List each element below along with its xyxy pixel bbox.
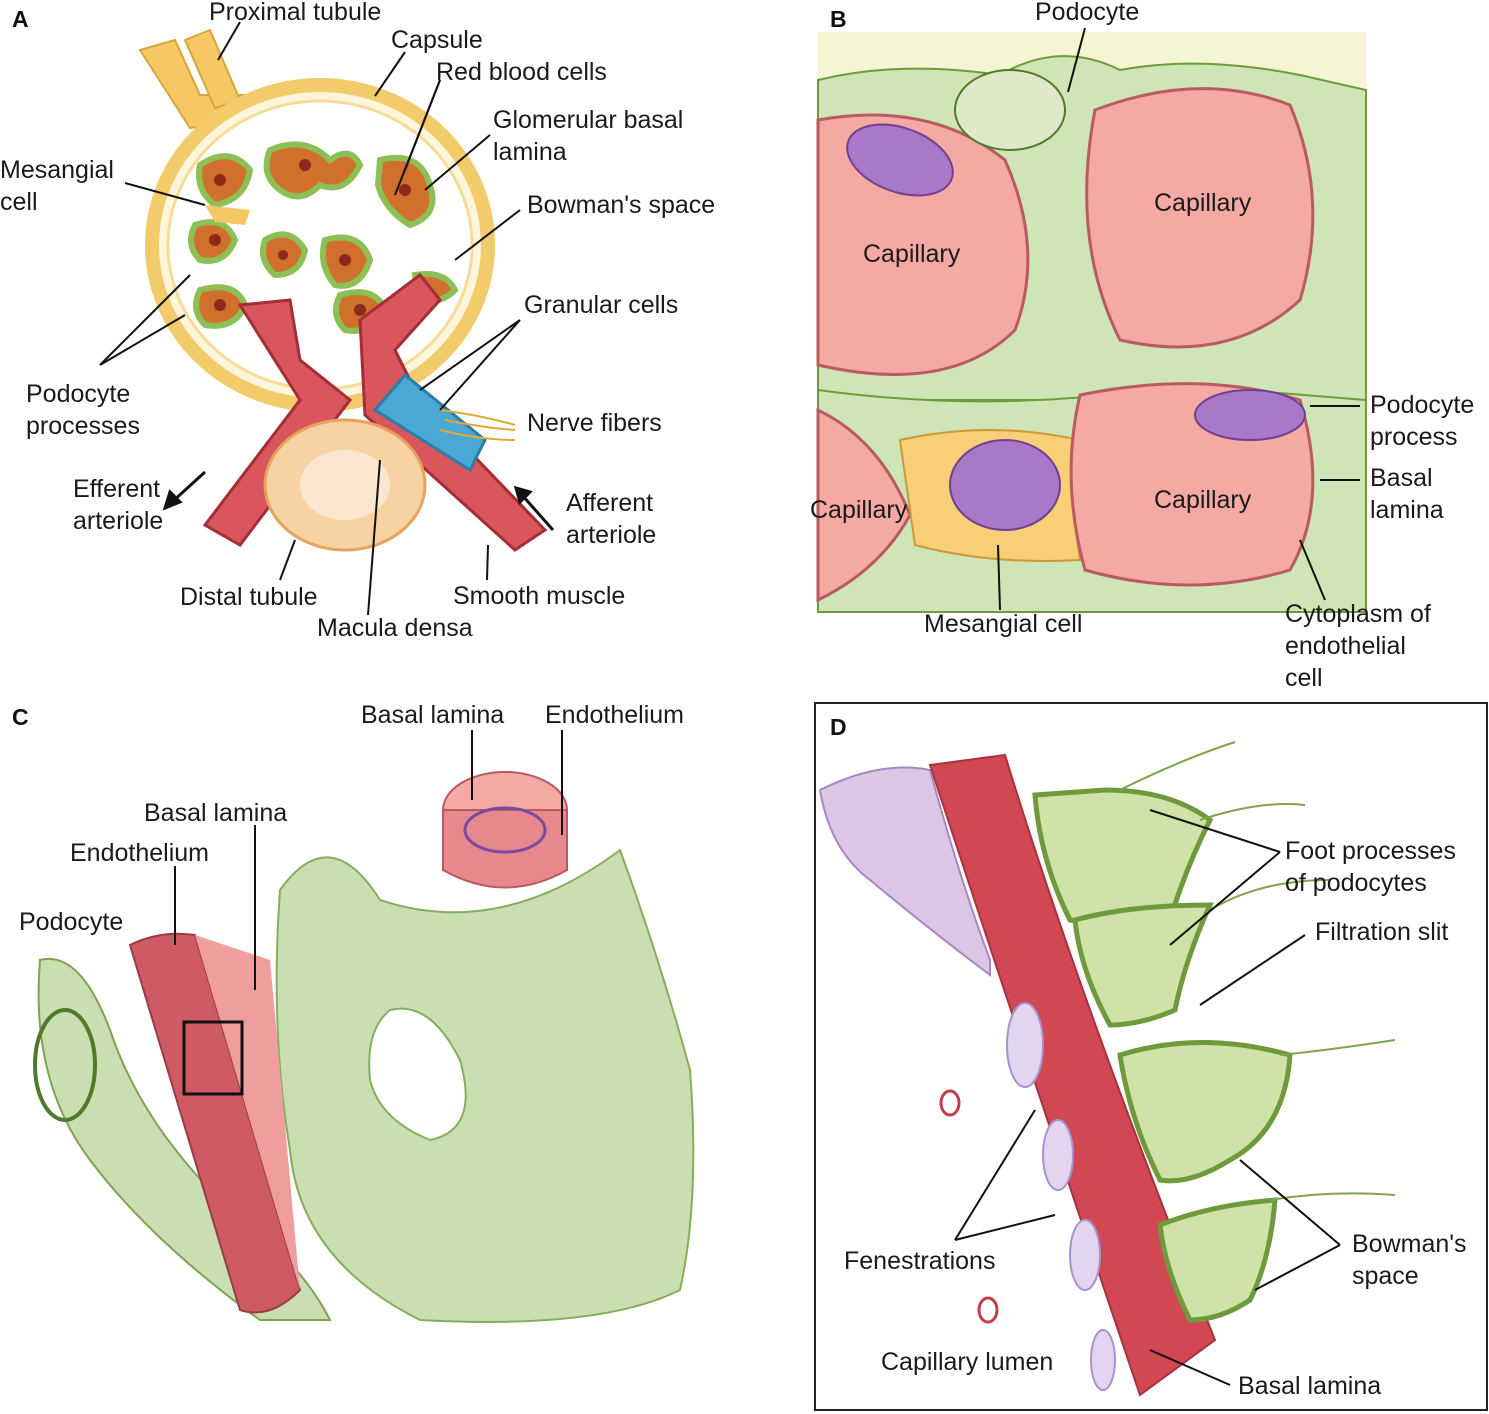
panel-a-leaders	[99, 21, 521, 616]
capillary-tube-top	[442, 809, 568, 889]
capillary-top-right-shape	[1085, 87, 1315, 349]
podocyte-nucleus	[954, 69, 1066, 151]
label-proximal-tubule: Proximal tubule	[209, 0, 382, 26]
label-filtration-slit: Filtration slit	[1315, 918, 1449, 946]
panel-d-leaders	[954, 809, 1341, 1386]
endothelium-ring-top	[463, 806, 547, 854]
podocyte-body-shape	[275, 848, 695, 1323]
panel-c-illustration	[33, 730, 695, 1323]
label-basal-lamina-b-1: Basal	[1370, 464, 1433, 492]
label-nerve-fibers: Nerve fibers	[527, 409, 662, 437]
nerve-fibers-shape	[439, 409, 516, 441]
label-capsule: Capsule	[391, 26, 483, 54]
label-fenestrations: Fenestrations	[844, 1247, 996, 1275]
label-glomerular-basal-lamina-2: lamina	[493, 138, 567, 166]
label-bowmans-space-a: Bowman's space	[527, 191, 716, 219]
endothelial-nucleus-1	[846, 123, 954, 197]
basal-lamina-shape	[928, 753, 1217, 1397]
label-mesangial-cell-2: cell	[0, 188, 38, 216]
mesangial-nucleus	[949, 439, 1061, 531]
panel-d-letter: D	[830, 714, 847, 740]
label-cytoplasm-1: Cytoplasm of	[1285, 600, 1431, 628]
label-afferent-arteriole-1: Afferent	[566, 489, 654, 517]
red-cells-lumen	[939, 1089, 999, 1324]
label-capillary-top-right: Capillary	[1154, 189, 1252, 217]
label-distal-tubule: Distal tubule	[180, 583, 318, 611]
panel-b-leaders	[997, 27, 1360, 611]
label-capillary-top-left: Capillary	[863, 240, 961, 268]
label-podocyte-c: Podocyte	[19, 908, 124, 936]
label-macula-densa: Macula densa	[317, 614, 473, 642]
label-afferent-arteriole-2: arteriole	[566, 521, 657, 549]
label-capillary-bottom-right: Capillary	[1154, 486, 1252, 514]
flow-arrows	[162, 470, 555, 531]
label-foot-processes-1: Foot processes	[1285, 837, 1456, 865]
panel-d-illustration	[814, 702, 1488, 1411]
label-endothelium-c-top: Endothelium	[545, 701, 684, 729]
label-podocyte-processes-1: Podocyte	[26, 380, 131, 408]
capillary-tube-left-inner	[195, 935, 300, 1290]
panel-c-letter: C	[12, 704, 29, 730]
label-basal-lamina-c-top: Basal lamina	[361, 701, 505, 729]
label-basal-lamina-b-2: lamina	[1370, 496, 1444, 524]
panel-b-letter: B	[830, 6, 847, 32]
label-cytoplasm-3: cell	[1285, 664, 1323, 692]
label-basal-lamina-c-left: Basal lamina	[144, 799, 288, 827]
endothelial-cell-shape	[818, 766, 991, 978]
label-mesangial-cell-1: Mesangial	[0, 156, 114, 184]
label-efferent-arteriole-1: Efferent	[73, 475, 161, 503]
panel-b-illustration	[816, 27, 1367, 613]
podocyte-nucleus-c	[33, 1008, 97, 1122]
label-granular-cells: Granular cells	[524, 291, 679, 319]
fenestration-cells	[1006, 1002, 1116, 1391]
foot-processes-shape	[1032, 787, 1293, 1323]
capillary-loops	[188, 141, 459, 334]
label-endothelium-c-left: Endothelium	[70, 839, 209, 867]
distal-tubule-lumen	[300, 450, 390, 520]
label-efferent-arteriole-2: arteriole	[73, 507, 164, 535]
podocyte-opening	[368, 1007, 467, 1142]
label-bowmans-space-d-1: Bowman's	[1352, 1230, 1467, 1258]
label-podocyte-process-2: process	[1370, 423, 1458, 451]
podocyte-stalks	[1119, 741, 1396, 1201]
label-bowmans-space-d-2: space	[1352, 1262, 1419, 1290]
label-cytoplasm-2: endothelial	[1285, 632, 1406, 660]
panel-a-illustration	[99, 21, 555, 616]
label-capillary-lumen: Capillary lumen	[881, 1348, 1054, 1376]
label-red-blood-cells: Red blood cells	[436, 58, 607, 86]
panel-a-letter: A	[12, 6, 29, 32]
label-glomerular-basal-lamina-1: Glomerular basal	[493, 106, 684, 134]
label-podocyte-b: Podocyte	[1035, 0, 1140, 26]
red-blood-cells	[209, 159, 411, 316]
label-smooth-muscle: Smooth muscle	[453, 582, 626, 610]
panel-c-leaders	[174, 730, 563, 990]
label-podocyte-processes-2: processes	[26, 412, 140, 440]
mesangial-cell-shape	[205, 205, 250, 225]
label-podocyte-process-1: Podocyte	[1370, 391, 1475, 419]
endothelial-nucleus-2	[1194, 389, 1306, 441]
label-capillary-bottom-left: Capillary	[810, 496, 908, 524]
left-podocyte-shape	[37, 957, 332, 1321]
label-basal-lamina-d: Basal lamina	[1238, 1372, 1382, 1400]
granular-cells-shape	[372, 372, 487, 473]
label-foot-processes-2: of podocytes	[1285, 869, 1427, 897]
label-mesangial-cell-b: Mesangial cell	[924, 610, 1083, 638]
detail-box	[182, 1020, 244, 1096]
